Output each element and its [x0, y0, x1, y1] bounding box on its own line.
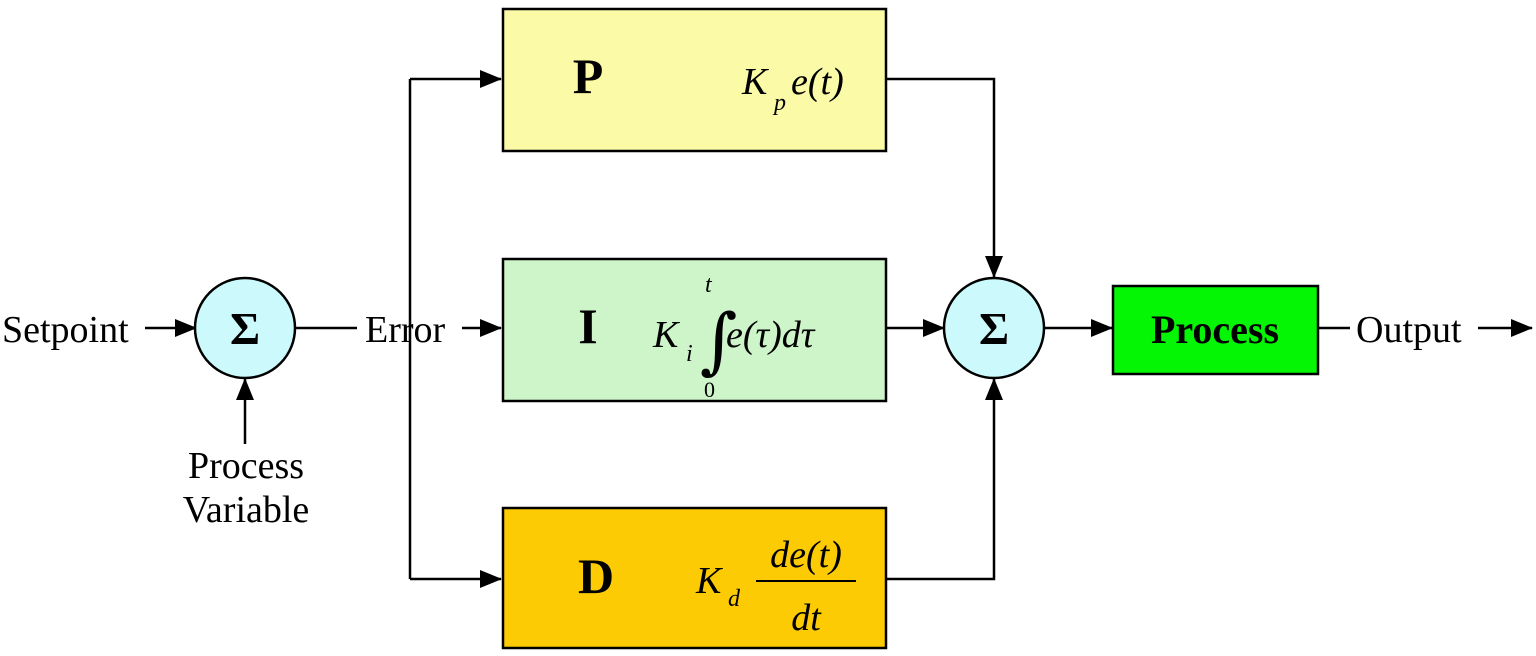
i-block: I K i ∫ t 0 e(τ)dτ	[501, 257, 888, 403]
process-block-label: Process	[1151, 307, 1279, 352]
d-block-formula-sub: d	[728, 586, 741, 612]
input-summer-circle	[193, 276, 297, 380]
p-block-formula-k: K	[741, 61, 769, 103]
d-block-formula-k: K	[695, 560, 723, 602]
error-label: Error	[365, 309, 446, 351]
input-summer: Σ	[193, 276, 297, 380]
i-block-integral-lower: 0	[704, 377, 715, 402]
d-block-box	[501, 506, 888, 650]
p-block-letter: P	[573, 48, 604, 104]
d-block-denominator: dt	[791, 597, 822, 639]
output-summer-circle	[942, 276, 1046, 380]
p-block-formula-sub: p	[772, 90, 786, 116]
output-summer-sigma: Σ	[979, 303, 1009, 354]
i-block-integral-upper: t	[705, 272, 713, 298]
i-block-formula-k: K	[652, 314, 680, 356]
i-block-formula-sub: i	[686, 341, 693, 367]
setpoint-label: Setpoint	[2, 309, 129, 351]
i-block-formula-body: e(τ)dτ	[726, 314, 816, 356]
p-to-sum-arrow	[886, 77, 1003, 278]
d-block: D K d de(t) dt	[501, 506, 888, 650]
process-block: Process	[1111, 284, 1320, 376]
output-label: Output	[1356, 309, 1462, 351]
d-block-numerator: de(t)	[770, 534, 842, 576]
process-variable-label-line2: Variable	[183, 489, 310, 531]
i-block-integral-sign: ∫	[700, 298, 738, 382]
p-block-formula-body: e(t)	[791, 61, 844, 103]
d-block-letter: D	[578, 548, 614, 604]
process-variable-label-line1: Process	[188, 445, 304, 487]
output-summer: Σ	[942, 276, 1046, 380]
i-block-box	[501, 257, 888, 403]
process-block-box	[1111, 284, 1320, 376]
input-summer-sigma: Σ	[230, 303, 260, 354]
i-block-letter: I	[578, 298, 597, 354]
d-to-sum-arrow	[886, 378, 1003, 581]
p-block-box	[501, 7, 888, 153]
p-block: P K p e(t)	[501, 7, 888, 153]
